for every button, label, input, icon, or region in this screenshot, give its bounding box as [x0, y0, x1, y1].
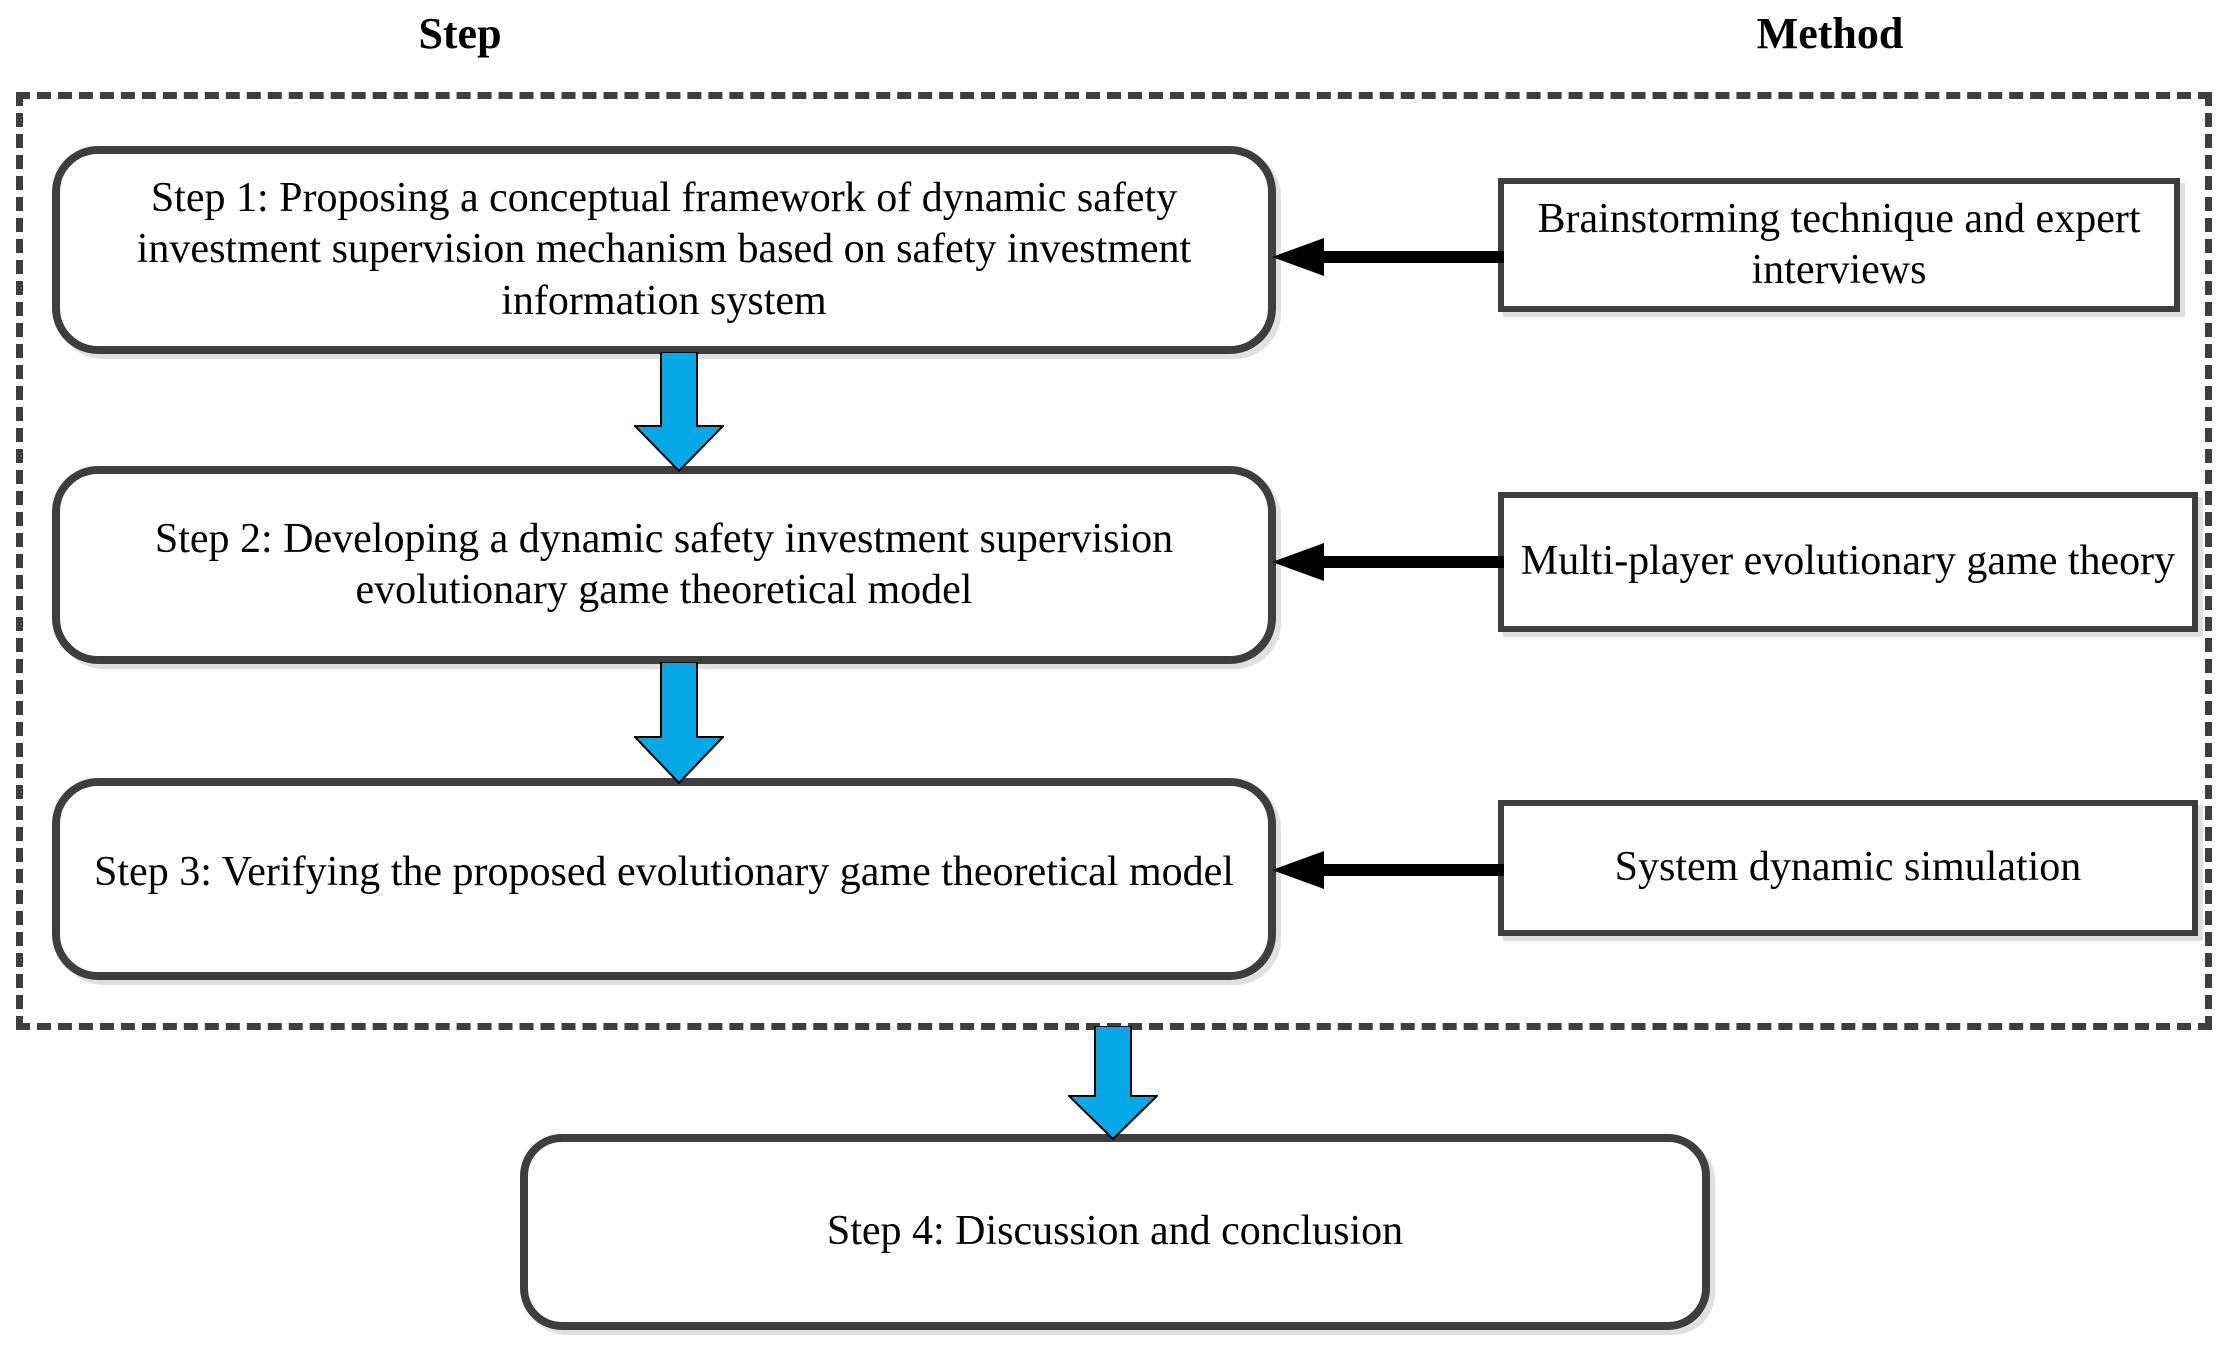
method-box-2[interactable]: Multi-player evolutionary game theory [1498, 492, 2198, 632]
step-4-label: Step 4: Discussion and conclusion [826, 1208, 1404, 1255]
method-2-label: Multi-player evolutionary game theory [1520, 538, 2176, 585]
method-box-3[interactable]: System dynamic simulation [1498, 800, 2198, 936]
method-3-label: System dynamic simulation [1614, 844, 2082, 891]
column-header-method: Method [1756, 9, 1904, 58]
arrow-method2-to-step2-icon [1272, 543, 1504, 581]
step-3-label: Step 3: Verifying the proposed evolution… [94, 849, 1234, 896]
arrow-group-to-step4-icon [1068, 1026, 1158, 1140]
column-header-step: Step [418, 9, 502, 58]
step-2-label: Step 2: Developing a dynamic safety inve… [154, 515, 1174, 613]
step-box-1[interactable]: Step 1: Proposing a conceptual framework… [52, 146, 1276, 354]
step-1-label: Step 1: Proposing a conceptual framework… [136, 175, 1192, 324]
method-box-1[interactable]: Brainstorming technique and expert inter… [1498, 178, 2180, 312]
step-box-2[interactable]: Step 2: Developing a dynamic safety inve… [52, 466, 1276, 664]
arrow-step1-to-step2-icon [634, 352, 724, 472]
step-box-3[interactable]: Step 3: Verifying the proposed evolution… [52, 778, 1276, 980]
method-1-label: Brainstorming technique and expert inter… [1537, 195, 2141, 293]
arrow-method3-to-step3-icon [1272, 851, 1504, 889]
step-box-4[interactable]: Step 4: Discussion and conclusion [520, 1134, 1710, 1330]
arrow-method1-to-step1-icon [1272, 238, 1504, 276]
arrow-step2-to-step3-icon [634, 662, 724, 784]
